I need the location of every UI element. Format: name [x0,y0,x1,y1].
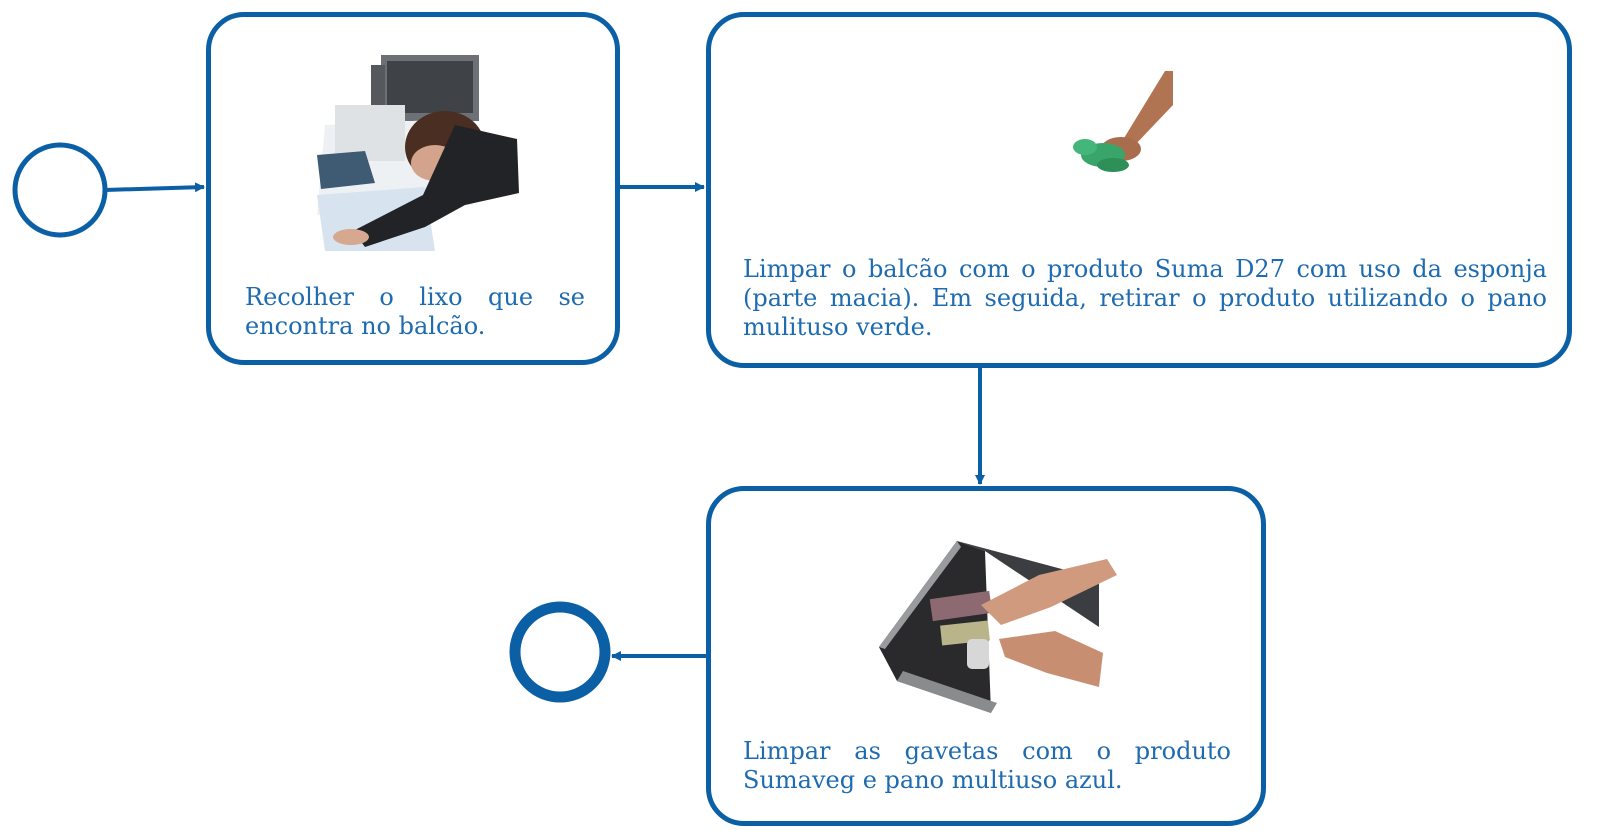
end-event[interactable] [509,601,611,703]
task-1-label: Recolher o lixo que se encontra no balcã… [245,283,585,340]
task-collect-trash[interactable]: Recolher o lixo que se encontra no balcã… [206,12,620,365]
hands-cleaning-cash-drawer-picture [879,541,1117,713]
task-3-label: Limpar as gavetas com o produto Sumaveg … [743,737,1231,794]
task-2-label: Limpar o balcão com o produto Suma D27 c… [743,255,1547,341]
task-clean-drawers[interactable]: Limpar as gavetas com o produto Sumaveg … [706,486,1266,826]
task-clean-counter[interactable]: Limpar o balcão com o produto Suma D27 c… [706,12,1572,368]
flow-arrow-start-to-task1 [104,182,205,193]
start-event[interactable] [12,142,108,238]
hand-with-green-sponge-picture [1073,71,1173,172]
person-clearing-counter-picture [317,55,519,251]
